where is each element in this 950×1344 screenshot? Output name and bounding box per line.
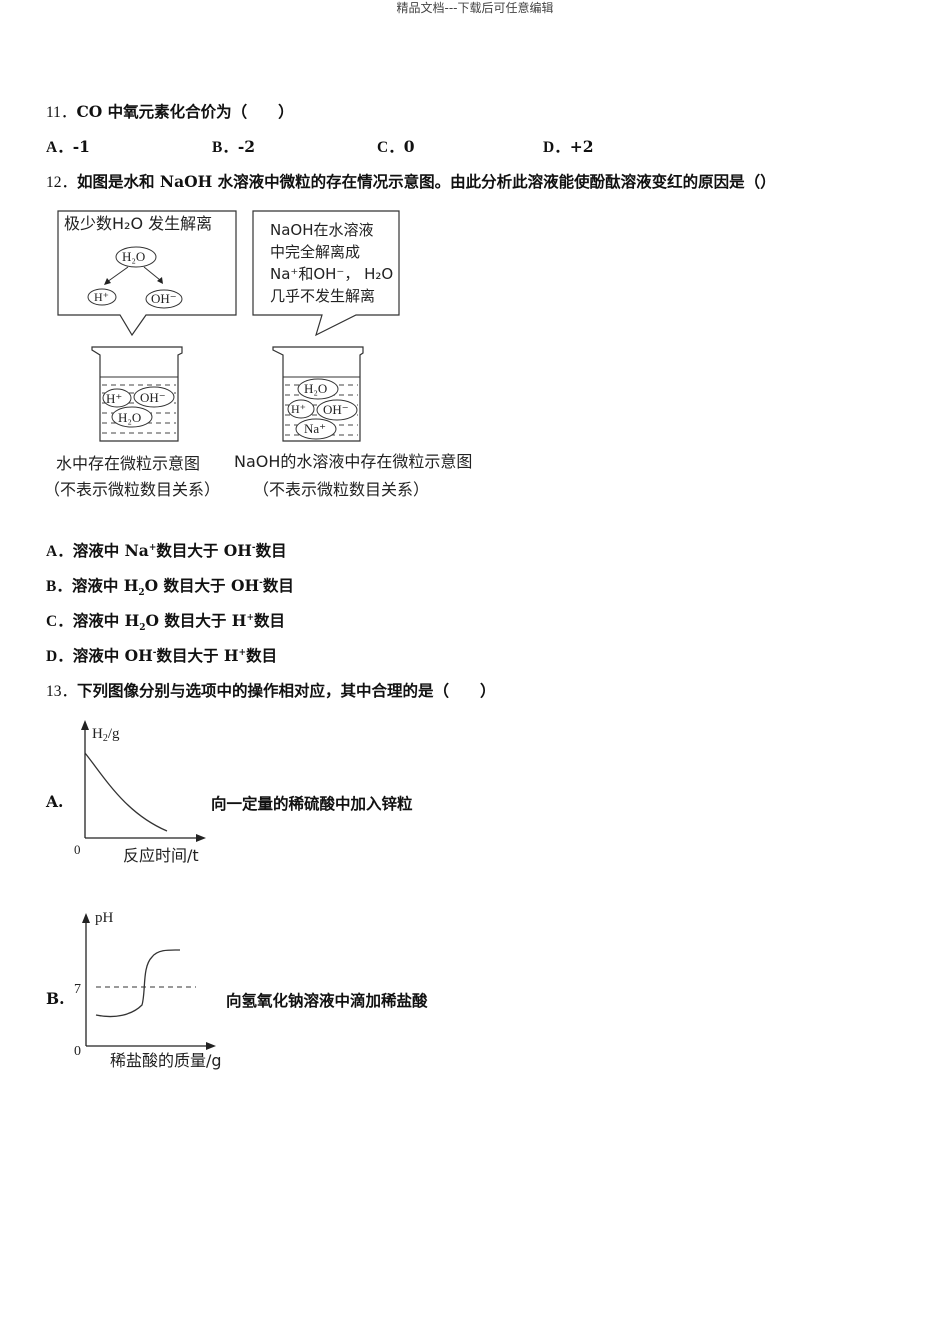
q13-option-a-label[interactable]: A.	[46, 792, 64, 811]
q11-option-b[interactable]: B．-2	[212, 137, 256, 156]
data-curve	[95, 949, 181, 1018]
particle-h2o: H₂O	[122, 249, 146, 264]
beaker-particle: H⁺	[106, 391, 123, 406]
q12-figure	[57, 210, 400, 442]
question-stem: 下列图像分别与选项中的操作相对应，其中合理的是（ ）	[77, 681, 496, 700]
q11-option-d[interactable]: D．+2	[543, 137, 594, 156]
right-bubble-line-2: 中完全解离成	[270, 243, 361, 261]
left-caption-line-1: 水中存在微粒示意图	[56, 454, 201, 473]
q13-option-b-label[interactable]: B.	[46, 989, 65, 1008]
svg-text:0: 0	[74, 1044, 81, 1059]
question-13: 13．下列图像分别与选项中的操作相对应，其中合理的是（ ）	[46, 681, 496, 702]
particle-h-plus: H⁺	[94, 290, 109, 304]
svg-text:7: 7	[74, 982, 81, 997]
right-bubble-line-3: Na⁺和OH⁻， H₂O	[270, 265, 394, 283]
question-11: 11．CO 中氧元素化合价为（ ）	[46, 102, 294, 123]
q12-option-c[interactable]: C．溶液中 H2O 数目大于 H+数目	[46, 611, 286, 634]
right-speech-bubble	[252, 210, 400, 337]
question-number: 12．	[46, 174, 78, 191]
q12-option-d[interactable]: D．溶液中 OH-数目大于 H+数目	[46, 646, 278, 665]
question-stem: 如图是水和 NaOH 水溶液中微粒的存在情况示意图。由此分析此溶液能使酚酞溶液变…	[77, 172, 776, 191]
arrow-up-icon	[81, 720, 89, 730]
chart-b-xlabel: 稀盐酸的质量/g	[110, 1051, 222, 1070]
arrow-up-icon	[82, 913, 90, 923]
question-number: 11．	[46, 104, 77, 121]
dissociation-diagram	[87, 246, 183, 309]
q12-option-b[interactable]: B．溶液中 H2O 数目大于 OH-数目	[46, 576, 294, 599]
beaker-particle: Na⁺	[304, 421, 327, 436]
arrow-head-icon	[104, 278, 111, 285]
arrow-right-icon	[206, 1042, 216, 1050]
right-caption-line-1: NaOH的水溶液中存在微粒示意图	[234, 452, 473, 471]
question-12: 12．如图是水和 NaOH 水溶液中微粒的存在情况示意图。由此分析此溶液能使酚酞…	[46, 172, 776, 193]
svg-text:pH: pH	[95, 910, 114, 926]
beaker-particle: H₂O	[304, 381, 328, 396]
beaker-particle: OH⁻	[140, 390, 166, 405]
q12-option-a[interactable]: A．溶液中 Na+数目大于 OH-数目	[46, 541, 287, 560]
right-bubble-line-4: 几乎不发生解离	[270, 287, 376, 305]
svg-text:H2/g: H2/g	[92, 726, 120, 744]
right-caption-line-2: （不表示微粒数目关系）	[253, 480, 430, 499]
data-curve	[84, 752, 168, 832]
question-number: 13．	[46, 683, 78, 700]
chart-a-xlabel: 反应时间/t	[123, 846, 199, 865]
arrow-right-icon	[196, 834, 206, 842]
particle-oh-minus: OH⁻	[151, 291, 177, 306]
chart-a: H2/g 0	[74, 720, 206, 857]
q11-option-c[interactable]: C．0	[377, 137, 415, 156]
question-stem: CO 中氧元素化合价为（ ）	[76, 102, 294, 121]
chart-b: pH 7 0	[74, 910, 216, 1059]
beaker-particle: OH⁻	[323, 402, 349, 417]
svg-text:0: 0	[74, 842, 81, 857]
page-header: 精品文档---下载后可任意编辑	[396, 1, 554, 15]
right-bubble-line-1: NaOH在水溶液	[270, 221, 374, 239]
arrow-head-icon	[157, 277, 163, 284]
right-beaker	[272, 346, 364, 442]
q11-option-a[interactable]: A．-1	[46, 137, 90, 156]
q13-option-b-text: 向氢氧化钠溶液中滴加稀盐酸	[226, 992, 428, 1010]
left-caption-line-2: （不表示微粒数目关系）	[44, 480, 221, 499]
q13-option-a-text: 向一定量的稀硫酸中加入锌粒	[211, 795, 413, 813]
beaker-particle: H⁺	[291, 402, 306, 416]
left-beaker	[91, 346, 183, 442]
left-bubble-title: 极少数H₂O 发生解离	[64, 214, 213, 233]
beaker-particle: H₂O	[118, 410, 142, 425]
